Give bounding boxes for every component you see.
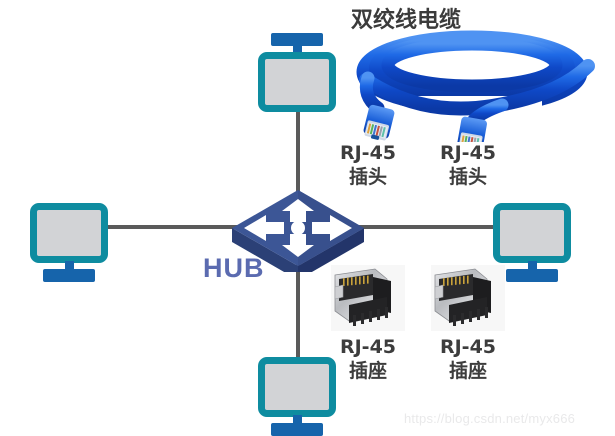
rj45-jack-right-photo <box>431 265 505 331</box>
monitor-base <box>506 269 558 282</box>
rj45-socket-label-left: RJ-45 插座 <box>318 336 418 384</box>
monitor-screen <box>493 203 571 263</box>
hub-switch-icon[interactable] <box>228 186 368 280</box>
socket-label-line1: RJ-45 <box>439 336 497 358</box>
monitor-neck <box>292 415 302 427</box>
link-hub-to-bottom <box>296 252 300 360</box>
socket-label-line2: 插座 <box>448 360 487 382</box>
hub-label: HUB <box>203 253 265 283</box>
monitor-screen <box>258 52 336 112</box>
plug-label-line1: RJ-45 <box>339 142 397 164</box>
computer-bottom[interactable] <box>258 357 336 436</box>
monitor-screen <box>258 357 336 417</box>
monitor-screen <box>30 203 108 263</box>
monitor-neck <box>64 261 74 273</box>
socket-label-line1: RJ-45 <box>339 336 397 358</box>
plug-label-line1: RJ-45 <box>439 142 497 164</box>
monitor-neck <box>292 40 302 52</box>
monitor-base <box>271 33 323 46</box>
rj45-plug-label-right: RJ-45 插头 <box>418 142 518 190</box>
rj45-jack-left-photo <box>331 265 405 331</box>
monitor-base <box>271 423 323 436</box>
watermark: https://blog.csdn.net/myx666 <box>404 411 576 426</box>
monitor-neck <box>527 261 537 273</box>
computer-right[interactable] <box>493 203 571 287</box>
rj45-socket-label-right: RJ-45 插座 <box>418 336 518 384</box>
rj45-plug-label-left: RJ-45 插头 <box>318 142 418 190</box>
computer-left[interactable] <box>30 203 108 287</box>
link-top-to-hub <box>296 96 300 202</box>
plug-label-line2: 插头 <box>348 166 387 188</box>
monitor-base <box>43 269 95 282</box>
socket-label-line2: 插座 <box>348 360 387 382</box>
link-hub-to-right <box>345 225 495 229</box>
twisted-pair-cable-photo <box>352 22 607 152</box>
plug-label-line2: 插头 <box>448 166 487 188</box>
cable-title: 双绞线电缆 <box>351 8 462 33</box>
computer-top[interactable] <box>258 28 336 112</box>
link-left-to-hub <box>103 225 253 229</box>
